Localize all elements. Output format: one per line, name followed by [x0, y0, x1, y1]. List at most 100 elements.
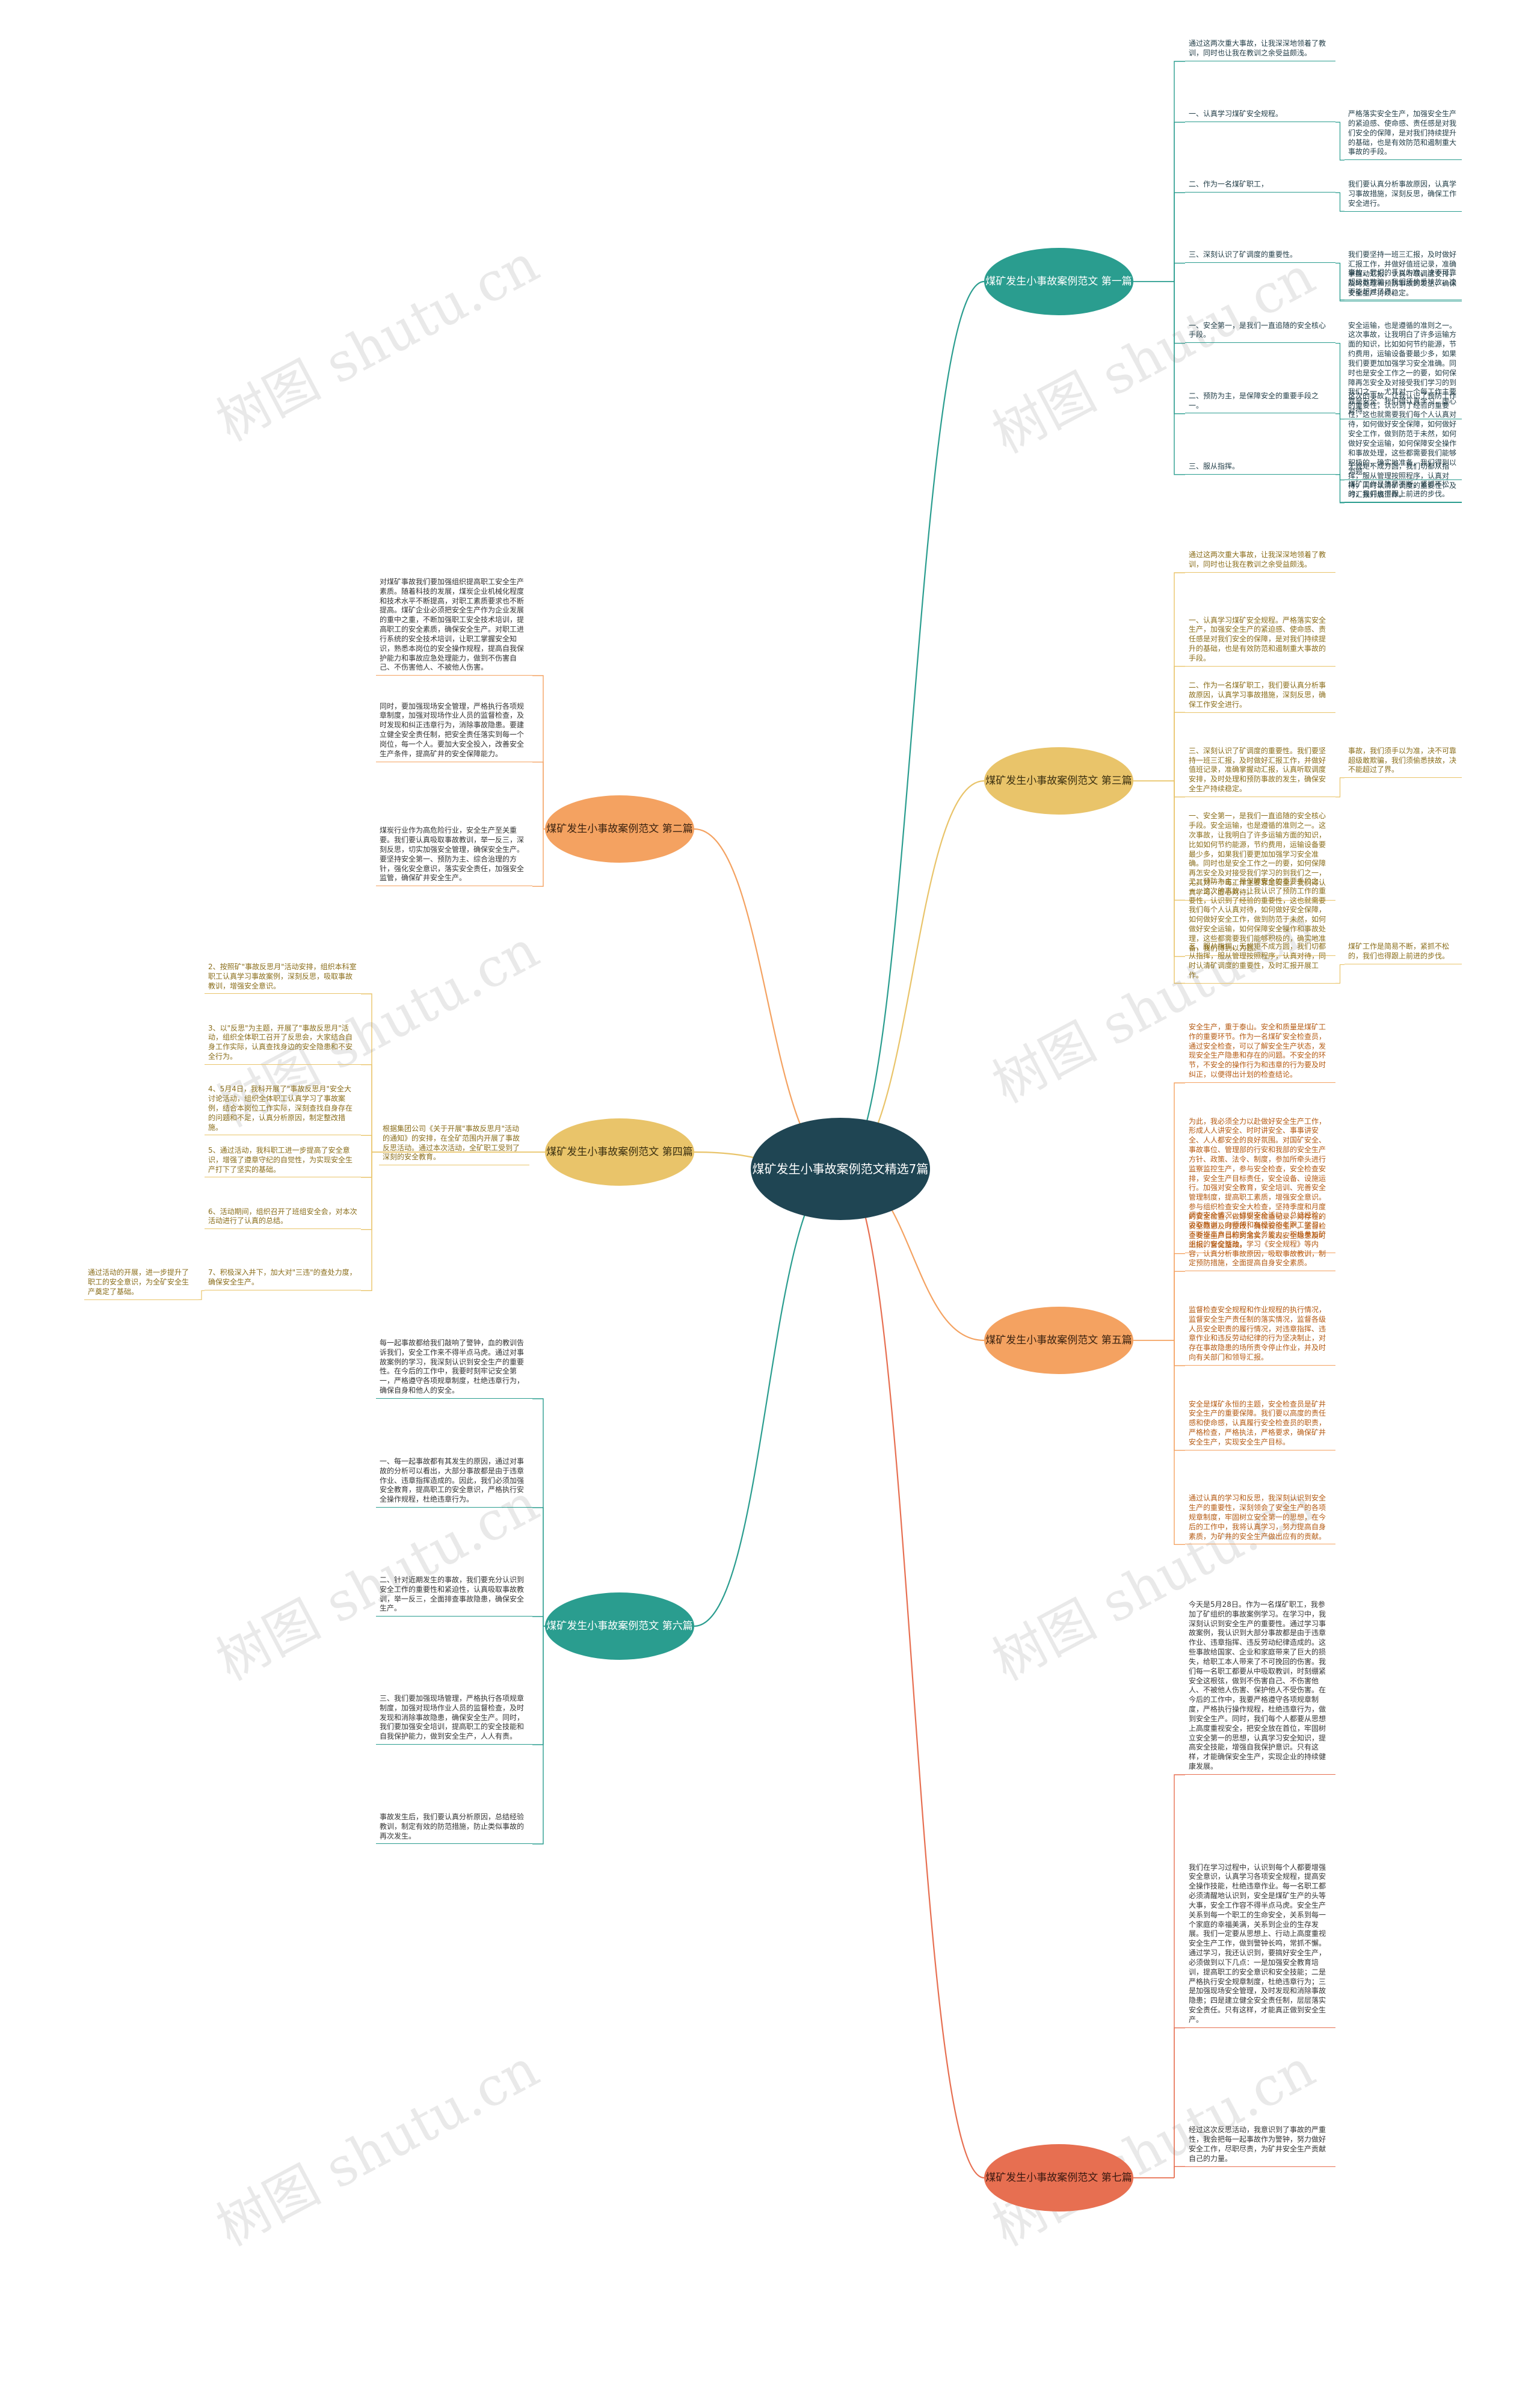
connector-line — [532, 829, 544, 887]
connector-line — [1335, 342, 1344, 420]
leaf-subtext: 通过活动的开展，进一步提升了职工的安全意识，为全矿安全生产奠定了基础。 — [84, 1266, 199, 1300]
leaf-text: 7、积极深入井下，加大对"三违"的查处力度，确保安全生产。 — [205, 1266, 361, 1290]
connector-line — [840, 1168, 985, 2179]
connector-line — [1174, 781, 1185, 984]
leaf-text: 二、作为一名煤矿职工， — [1185, 177, 1335, 193]
connector-line — [199, 1290, 205, 1300]
leaf-text: 二、预防为主，是保障安全的重要手段之一。这次的事故，让我认识了预防工作的重要性，… — [1185, 875, 1335, 957]
leaf-subtext: 严格落实安全生产，加强安全生产的紧迫感、使命感、责任感是对我们安全的保障，是对我… — [1344, 107, 1462, 161]
leaf-text: 安全生产，重于泰山。安全和质量是煤矿工作的重要环节。作为一名煤矿安全检查员，通过… — [1185, 1020, 1335, 1083]
leaf-text: 2、按照矿"事故反思月"活动安排，组织本科室职工认真学习事故案例，深刻反思，吸取… — [205, 960, 361, 994]
connector-line — [361, 993, 372, 1152]
leaf-text: 三、深刻认识了矿调度的重要性。 — [1185, 248, 1335, 264]
leaf-text: 根据集团公司《关于开展"事故反思月"活动的通知》的安排，在全矿范围内开展了事故反… — [379, 1122, 529, 1166]
connector-line — [1174, 262, 1185, 282]
branch-node-article-6[interactable]: 煤矿发生小事故案例范文 第六篇 — [545, 1592, 694, 1660]
branch-node-article-4[interactable]: 煤矿发生小事故案例范文 第四篇 — [545, 1118, 694, 1186]
connector-line — [1174, 282, 1185, 475]
connector-line — [1174, 781, 1185, 798]
leaf-subtext: 我们要坚持一班三汇报，及时做好汇报工作，并做好值班记录，准确掌握动汇报，认真听取… — [1344, 248, 1462, 301]
connector-line — [840, 780, 985, 1170]
leaf-text: 一、每一起事故都有其发生的原因，通过对事故的分析可以看出，大部分事故都是由于违章… — [376, 1455, 532, 1508]
leaf-text: 三、我们要加强现场管理，严格执行各项规章制度，加强对现场作业人员的监督检查，及时… — [376, 1692, 532, 1745]
connector-line — [1174, 1253, 1185, 1340]
leaf-text: 三、服从指挥。无规矩不成方圆，我们切都从指挥，服从管理按照程序，认真对待，同时认… — [1185, 940, 1335, 984]
connector-line — [1174, 1340, 1185, 1366]
leaf-text: 一、安全第一，是我们一直追随的安全核心手段。 — [1185, 319, 1335, 344]
leaf-text: 同时，要加强现场安全管理，严格执行各项规章制度，加强对现场作业人员的监督检查，及… — [376, 700, 532, 762]
branch-node-article-7[interactable]: 煤矿发生小事故案例范文 第七篇 — [984, 2144, 1133, 2212]
leaf-text: 调查安全情况，组织安全活动，总结经验，汲取教训，向师傅和有经验的老职工学习，不断… — [1185, 1209, 1335, 1272]
leaf-text: 对煤矿事故我们要加强组织提高职工安全生产素质。随着科技的发展，煤炭企业机械化程度… — [376, 575, 532, 676]
leaf-text: 4、5月4日，我科开展了"事故反思月"安全大讨论活动，组织全体职工认真学习了事故… — [205, 1082, 361, 1136]
leaf-text: 煤炭行业作为高危险行业，安全生产至关重要。我们要认真吸取事故教训，举一反三，深刻… — [376, 824, 532, 887]
connector-line — [1174, 781, 1185, 901]
connector-line — [1174, 2027, 1185, 2178]
connector-line — [1174, 2166, 1185, 2178]
leaf-text: 每一起事故都给我们敲响了警钟，血的教训告诉我们，安全工作来不得半点马虎。通过对事… — [376, 1336, 532, 1399]
connector-line — [532, 1507, 544, 1626]
connector-line — [532, 1398, 544, 1626]
branch-node-article-3[interactable]: 煤矿发生小事故案例范文 第三篇 — [984, 747, 1133, 815]
leaf-subtext: 煤矿工作是简易不断，紧抓不松的，我们也得跟上前进的步伐。 — [1344, 940, 1462, 965]
leaf-text: 三、服从指挥。 — [1185, 460, 1335, 475]
connector-line — [532, 675, 544, 829]
leaf-subtext: 事故，我们的手以为准。决不可靠超级敢欺骗，我们须偷悉挟故，决不能超过了界。 — [1344, 266, 1462, 300]
leaf-text: 通过这两次重大事故，让我深深地领着了教训，同时也让我在教训之余受益颇浅。 — [1185, 37, 1335, 61]
leaf-subtext: 这次的事故，让我认识了预防工作的重要性，认识到了经验的重要性，这也就需要我们每个… — [1344, 389, 1462, 481]
connector-line — [361, 1152, 372, 1292]
connector-line — [1335, 413, 1344, 481]
leaf-text: 我们在学习过程中，认识到每个人都要增强安全意识，认真学习各项安全规程，提高安全操… — [1185, 1861, 1335, 2028]
leaf-text: 事故发生后，我们要认真分析原因，总结经验教训，制定有效的防范措施，防止类似事故的… — [376, 1810, 532, 1845]
leaf-text: 二、针对近期发生的事故，我们要充分认识到安全工作的重要性和紧迫性，认真吸取事故教… — [376, 1573, 532, 1617]
leaf-text: 二、预防为主，是保障安全的重要手段之一。 — [1185, 389, 1335, 414]
connector-line — [1174, 1271, 1185, 1340]
connector-line — [694, 1168, 841, 1627]
leaf-text: 安全是煤矿永恒的主题，安全检查员是矿井安全生产的重要保障。我们要以高度的责任感和… — [1185, 1398, 1335, 1450]
connector-line — [1174, 1082, 1185, 1340]
leaf-subtext: 安全运输，也是遵循的准则之一。这次事故，让我明白了许多运输方面的知识，比如如何节… — [1344, 319, 1462, 419]
leaf-subtext: 煤矿工作是简易不断，紧抓不松的，我们也得跟上前进的步伐。 — [1344, 478, 1462, 502]
connector-line — [361, 1064, 372, 1152]
connector-line — [1174, 192, 1185, 282]
connector-line — [1335, 192, 1344, 212]
leaf-subtext: 无规矩不成方圆，我们切都从指挥，服从管理按照程序，认真对待，同时认清矿调度的重要… — [1344, 460, 1462, 504]
leaf-text: 为此，我必须全力以赴做好安全生产工作，形成人人讲安全、时时讲安全、事事讲安全、人… — [1185, 1115, 1335, 1254]
leaf-text: 一、安全第一，是我们一直追随的安全核心手段。安全运输，也是遵循的准则之一。这次事… — [1185, 809, 1335, 901]
leaf-text: 二、作为一名煤矿职工，我们要认真分析事故原因，认真学习事故措施，深刻反思，确保工… — [1185, 679, 1335, 713]
leaf-subtext: 我们要认真分析事故原因，认真学习事故措施，深刻反思，确保工作安全进行。 — [1344, 177, 1462, 212]
connector-line — [532, 761, 544, 829]
connector-line — [1174, 572, 1185, 781]
connector-line — [532, 1626, 544, 1745]
connector-line — [1174, 282, 1185, 415]
connector-line — [1174, 665, 1185, 781]
connector-line — [1335, 122, 1344, 161]
connector-line — [532, 1616, 544, 1626]
connector-line — [694, 828, 841, 1170]
connector-line — [1174, 1340, 1185, 1546]
leaf-text: 今天是5月28日。作为一名煤矿职工，我参加了矿组织的事故案例学习。在学习中，我深… — [1185, 1598, 1335, 1775]
root-node[interactable]: 煤矿发生小事故案例范文精选7篇 — [751, 1118, 930, 1220]
connector-line — [1174, 1340, 1185, 1451]
connector-line — [1174, 282, 1185, 344]
leaf-text: 6、活动期间，组织召开了班组安全会，对本次活动进行了认真的总结。 — [205, 1205, 361, 1230]
connector-line — [1335, 474, 1344, 503]
leaf-subtext: 事故，我们须手以为准，决不可靠超级敢欺骗，我们须偷悉挟故，决不能超过了界。 — [1344, 744, 1462, 778]
connector-line — [361, 1152, 372, 1230]
leaf-text: 三、深刻认识了矿调度的重要性。我们要坚持一班三汇报，及时做好汇报工作，并做好值班… — [1185, 744, 1335, 797]
leaf-text: 监督检查安全规程和作业规程的执行情况，监督安全生产责任制的落实情况，监督各级人员… — [1185, 1303, 1335, 1366]
connector-line — [1335, 964, 1344, 984]
leaf-text: 3、以"反思"为主题，开展了"事故反思月"活动，组织全体职工召开了反思会，大家结… — [205, 1022, 361, 1065]
branch-node-article-1[interactable]: 煤矿发生小事故案例范文 第一篇 — [984, 248, 1133, 315]
branch-node-article-5[interactable]: 煤矿发生小事故案例范文 第五篇 — [984, 1307, 1133, 1374]
connector-line — [1174, 61, 1185, 282]
connector-line — [1335, 777, 1344, 798]
connector-line — [1174, 122, 1185, 282]
leaf-text: 5、通过活动，我科职工进一步提高了安全意识，增强了遵章守纪的自觉性，为实现安全生… — [205, 1144, 361, 1178]
leaf-text: 通过认真的学习和反思，我深刻认识到安全生产的重要性，深刻领会了安全生产的各项规章… — [1185, 1491, 1335, 1545]
branch-node-article-2[interactable]: 煤矿发生小事故案例范文 第二篇 — [545, 795, 694, 863]
connector-line — [840, 280, 985, 1170]
connector-line — [532, 1626, 544, 1845]
